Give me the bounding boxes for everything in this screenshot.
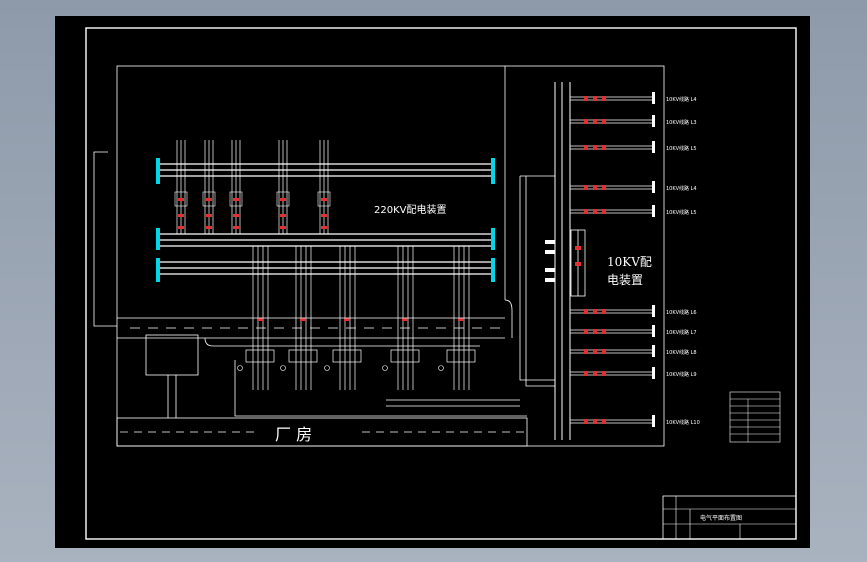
feeder-label: 10KV线路 L8 [666, 349, 697, 356]
factory-building [116, 417, 528, 447]
feeder-10kv: 10KV线路 L7 [570, 325, 697, 337]
busbar-220kv-1 [156, 158, 495, 184]
control-building [145, 334, 199, 376]
line-bay [317, 140, 331, 234]
feeder-label: 10KV线路 L3 [666, 119, 697, 126]
title-block-name: 电气平面布置图 [700, 514, 742, 522]
feeder-label: 10KV线路 L6 [666, 309, 697, 316]
line-bay [202, 140, 216, 234]
feeder-10kv: 10KV线路 L4 [570, 181, 697, 193]
drawing-frame [85, 27, 797, 540]
feeder-10kv: 10KV线路 L9 [570, 367, 697, 379]
feeder-10kv: 10KV线路 L4 [570, 92, 697, 104]
feeder-10kv: 10KV线路 L8 [570, 345, 697, 357]
feeder-10kv: 10KV线路 L10 [570, 415, 700, 427]
feeder-10kv: 10KV线路 L3 [570, 115, 697, 127]
transformer-10kv [545, 229, 586, 297]
title-block: 电气平面布置图 [662, 495, 797, 540]
feeders-10kv: 10KV线路 L4 10KV线路 L3 10KV线路 L5 10KV线路 L4 10KV… [570, 92, 700, 427]
line-bay [276, 140, 290, 234]
feeder-10kv: 10KV线路 L5 [570, 205, 697, 217]
title-10kv-line1: 10KV配 [607, 255, 652, 269]
drawing-sheet [55, 16, 810, 548]
feeder-label: 10KV线路 L5 [666, 209, 697, 216]
feeder-label: 10KV线路 L5 [666, 145, 697, 152]
title-220kv: 220KV配电装置 [374, 203, 447, 216]
busbar-220kv-2 [156, 228, 495, 282]
factory-label: 厂 房 [275, 425, 312, 444]
line-bay [229, 140, 243, 234]
feeder-label: 10KV线路 L4 [666, 96, 697, 103]
feeder-label: 10KV线路 L7 [666, 329, 697, 336]
feeder-10kv: 10KV线路 L6 [570, 305, 697, 317]
feeder-label: 10KV线路 L4 [666, 185, 697, 192]
feeder-label: 10KV线路 L9 [666, 371, 697, 378]
feeder-10kv: 10KV线路 L5 [570, 141, 697, 153]
line-bays [174, 140, 331, 234]
line-bay [174, 140, 188, 234]
title-10kv-line2: 电装置 [607, 273, 643, 287]
legend-table [729, 391, 781, 443]
feeder-label: 10KV线路 L10 [666, 419, 700, 426]
